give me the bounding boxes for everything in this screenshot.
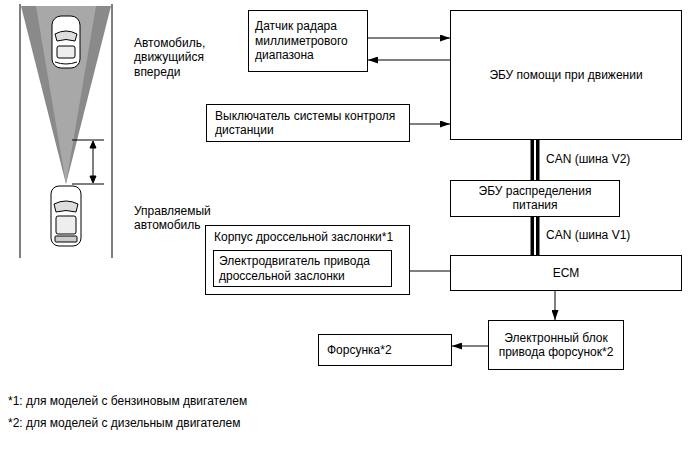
arrow-line [368,38,450,39]
signal-arrow [368,38,450,39]
arrow-line [368,60,450,61]
vehicle-label: Управляемый автомобиль [134,204,234,233]
radar-cone [21,6,111,184]
bus-gap [534,140,536,180]
sensor-box: Датчик радара миллиметрового диапазона [248,10,368,72]
driver-box: Электронный блок привода форсунок*2 [488,320,624,370]
footnote: *1: для моделей с бензиновым двигателем [8,394,408,408]
bus-label: CAN (шина V1) [544,228,632,242]
controlled-car [51,186,81,246]
signal-arrow [368,60,450,61]
motor-box: Электродвигатель привода дроссельной зас… [213,250,392,287]
signal-arrow [555,291,556,320]
switch-box: Выключатель системы контроля дистанции [206,104,410,142]
arrow-line [555,291,556,320]
box-label: Электронный блок привода форсунок*2 [495,331,617,360]
ecu-box: ЭБУ распределения питания [450,180,620,217]
bus-line [531,217,540,255]
bus-line [531,140,540,180]
box-label: Датчик радара миллиметрового диапазона [255,19,361,62]
box-label: ЭБУ распределения питания [457,184,613,213]
arrow-line [410,124,450,125]
arrow-line [452,346,488,347]
can-bus [535,140,536,180]
can-bus [535,217,536,255]
box-heading: Корпус дроссельной заслонки*1 [206,230,409,244]
box-label: Выключатель системы контроля дистанции [215,109,401,138]
housing-box: Корпус дроссельной заслонки*1Электродвиг… [205,225,410,295]
leading-car [52,16,80,68]
ecu-box: ЭБУ помощи при движении [450,10,682,140]
road [20,4,112,258]
box-label: ЭБУ помощи при движении [457,68,675,82]
vehicle-label: Автомобиль, движущийся впереди [134,36,244,79]
signal-arrow [410,124,450,125]
box-label: Электродвигатель привода дроссельной зас… [219,254,386,283]
radar-cone-inner [36,6,96,184]
box-label: Форсунка*2 [327,343,443,357]
distance-dimension [72,140,104,184]
bus-gap [534,217,536,255]
signal-arrow [452,346,488,347]
injector-box: Форсунка*2 [318,334,452,366]
box-label: ECM [457,266,675,280]
bus-label: CAN (шина V2) [544,152,632,166]
ecm-box: ECM [450,255,682,291]
footnote: *2: для моделей с дизельным двигателем [8,416,408,430]
